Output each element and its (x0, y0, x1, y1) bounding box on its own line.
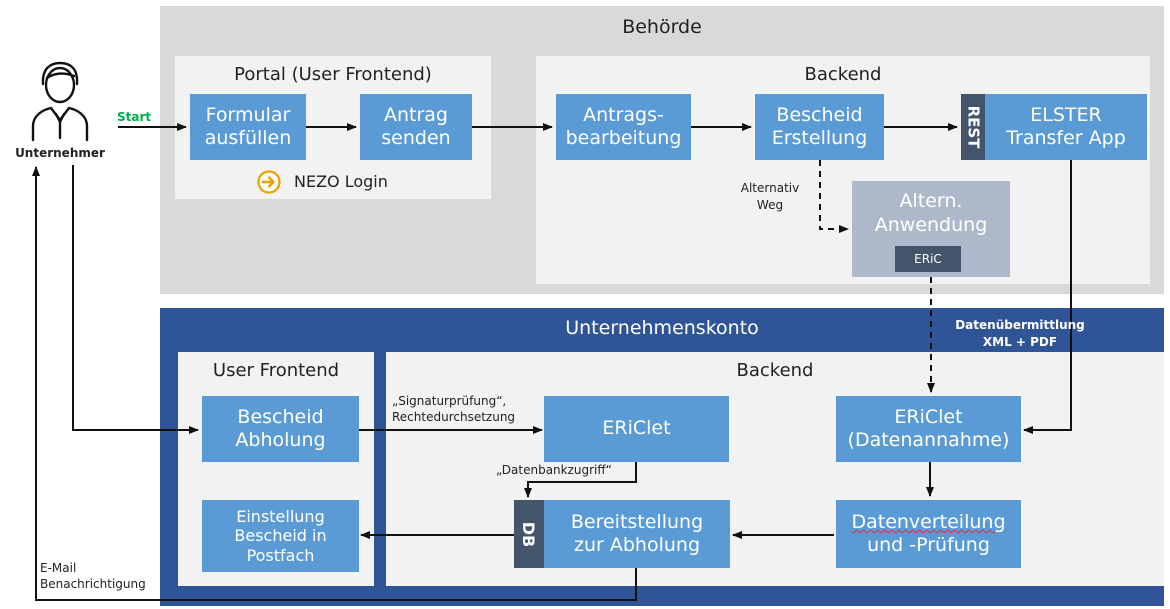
arrow-actor-to-pickup (72, 165, 199, 434)
user-frontend-title: User Frontend (212, 360, 340, 381)
mailbox-box: Einstellung Bescheid in Postfach (202, 500, 359, 572)
start-label: Start (117, 110, 152, 124)
arrow-ericlet-to-db (524, 462, 637, 498)
eric-label: ERiC (914, 252, 942, 266)
elster-box: ELSTER Transfer App (985, 94, 1147, 160)
distribution-line1: Datenverteilung (851, 510, 1006, 533)
ericlet-intake-box: ERiClet (Datenannahme) (836, 396, 1021, 462)
uk-backend-title: Backend (736, 360, 814, 381)
decision-box: Bescheid Erstellung (755, 94, 884, 160)
unternehmenskonto-title: Unternehmenskonto (565, 317, 759, 339)
distribution-line2: und -Prüfung (867, 534, 990, 556)
ericlet-box: ERiClet (544, 396, 729, 462)
alt-app-label: Altern. Anwendung (874, 190, 988, 236)
db-access-label: „Datenbankzugriff“ (496, 463, 612, 477)
send-box: Antrag senden (360, 94, 472, 160)
form-box: Formular ausfüllen (190, 94, 306, 160)
actor-label: Unternehmer (15, 146, 105, 160)
behoerde-title: Behörde (622, 16, 702, 38)
pickup-box: Bescheid Abholung (202, 396, 359, 462)
person-icon (31, 61, 89, 142)
portal-title: Portal (User Frontend) (234, 64, 432, 85)
rest-label: REST (964, 105, 982, 149)
rest-label-strip: REST (961, 94, 985, 160)
alt-app-box: Altern. Anwendung ERiC (852, 181, 1010, 277)
transfer-label: Datenübermittlung XML + PDF (955, 318, 1085, 349)
arrow-alt-path (819, 160, 849, 233)
db-label: DB (519, 521, 539, 547)
alt-path-label: Alternativ Weg (740, 181, 800, 212)
signature-label: „Signaturprüfung“, Rechtedurchsetzung (392, 394, 516, 424)
login-label: NEZO Login (294, 172, 388, 191)
eric-label-box: ERiC (895, 246, 961, 272)
distribution-box: Datenverteilung und -Prüfung (836, 500, 1021, 568)
arrow-email-to-actor (32, 166, 637, 601)
provision-box: Bereitstellung zur Abholung (544, 500, 730, 568)
db-label-strip: DB (514, 500, 544, 568)
arrow-elster-to-ericlet (1023, 160, 1072, 434)
behoerde-backend-title: Backend (804, 64, 882, 85)
processing-box: Antrags- bearbeitung (556, 94, 691, 160)
email-label: E-Mail Benachrichtigung (40, 561, 146, 593)
arrow-circle-icon (257, 170, 281, 194)
